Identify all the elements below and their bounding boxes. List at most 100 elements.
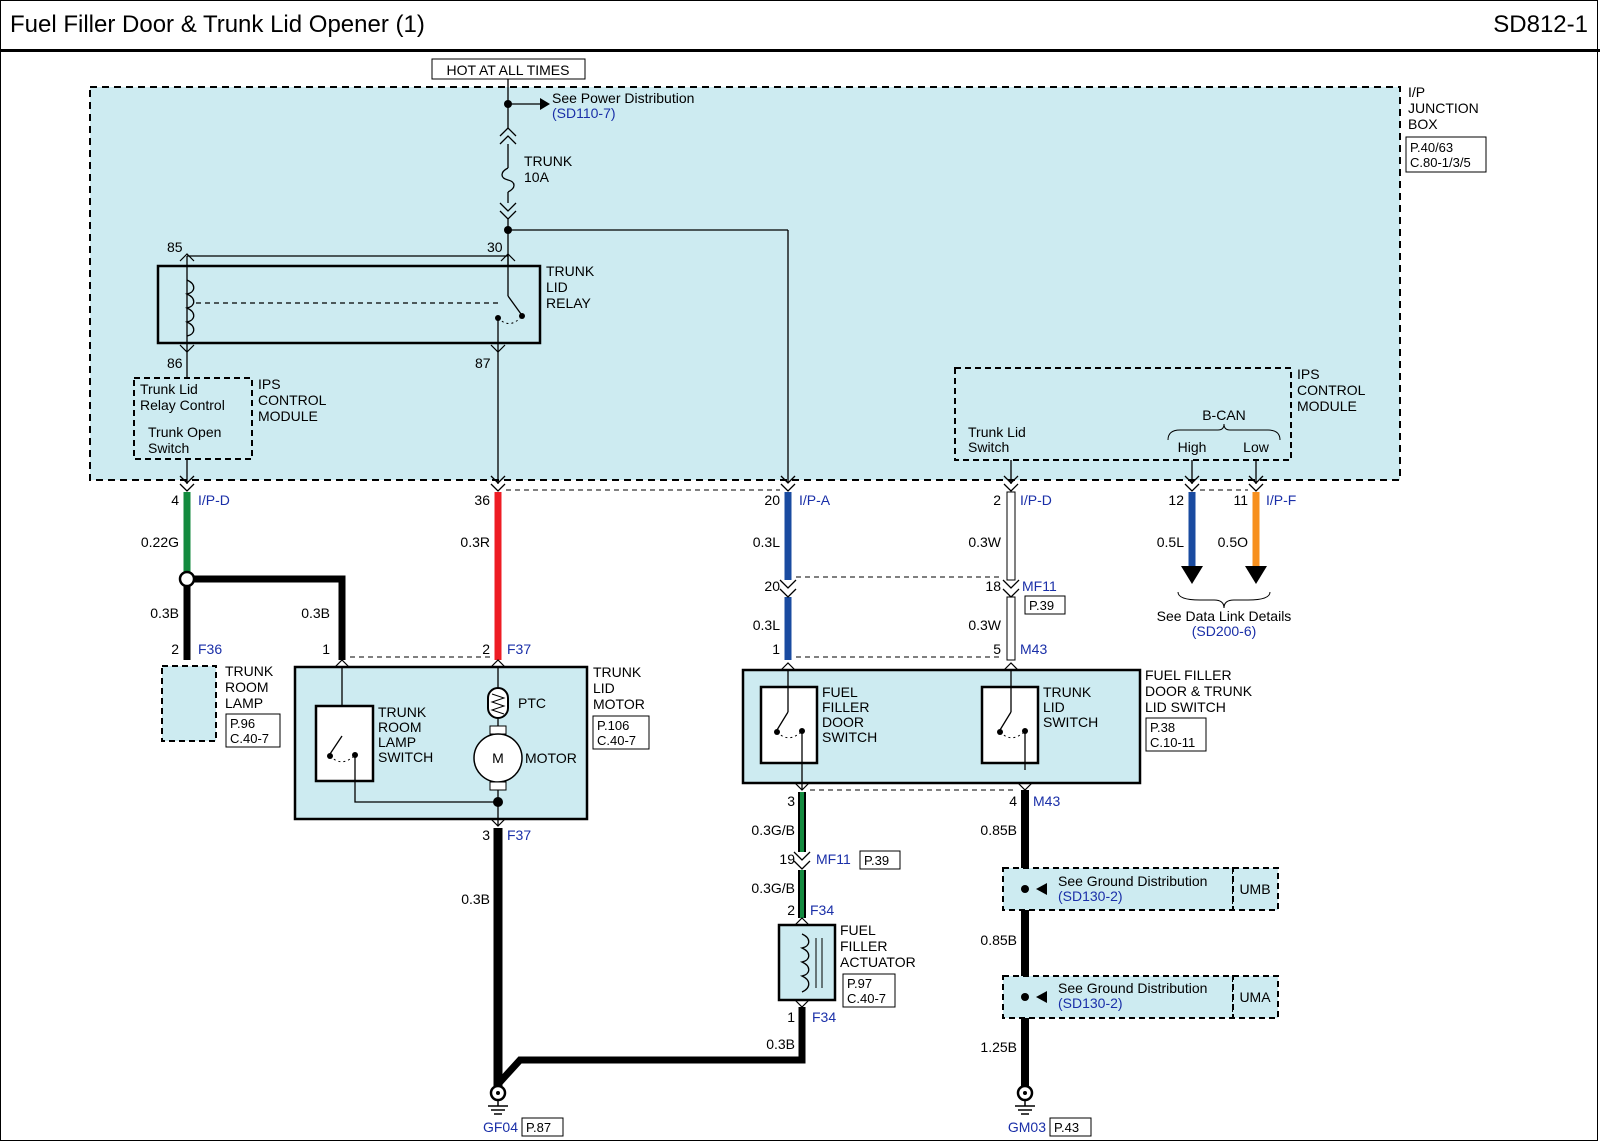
harness-connector-icons (179, 475, 1264, 492)
lamp-ref-1: P.96 (230, 716, 255, 731)
f34-1-pin: 1 (787, 1009, 795, 1025)
c2-id: I/P-D (1020, 492, 1052, 508)
f37-1-wire: 0.3B (301, 605, 330, 621)
fuel-filler-door-switch (759, 685, 819, 765)
m43-1-pin: 1 (772, 641, 780, 657)
wire-black-actuator-ground (497, 1007, 806, 1085)
gm03-id: GM03 (1008, 1119, 1046, 1135)
splice-ground (178, 570, 196, 588)
motor-ref-2: C.40-7 (597, 733, 636, 748)
bcan-high: High (1178, 439, 1207, 455)
assembly-name-1: FUEL FILLER (1145, 667, 1232, 683)
can-low-arrow-icon (1245, 566, 1267, 584)
c2-wire: 0.3W (968, 534, 1001, 550)
jb-name-1: I/P (1408, 84, 1425, 100)
ground-dist-umb-arrow-icon (1036, 883, 1047, 895)
f34-2-pin: 2 (787, 902, 795, 918)
fuel-switch-3: DOOR (822, 714, 864, 730)
data-link-ref: (SD200-6) (1192, 623, 1257, 639)
jb-ref-box (1405, 136, 1487, 173)
lamp-name-2: ROOM (225, 679, 269, 695)
ptc-label: PTC (518, 695, 546, 711)
f36-id: F36 (198, 641, 222, 657)
motor-splice (493, 797, 503, 807)
wire-white-upper (1006, 491, 1016, 581)
f37-2-id: F37 (507, 641, 531, 657)
c11-pin: 11 (1233, 492, 1248, 508)
motor-name-1: TRUNK (593, 664, 642, 680)
c12-pin: 12 (1168, 492, 1184, 508)
see-power-ref: (SD110-7) (552, 105, 616, 121)
ips-right-switch-1: Trunk Lid (968, 424, 1026, 440)
gd-umb-tag: UMB (1239, 881, 1270, 897)
motor-name-3: MOTOR (593, 696, 645, 712)
mf11-20-wire: 0.3L (753, 617, 780, 633)
actuator-name-1: FUEL (840, 922, 876, 938)
fuel-switch-contact-icon (776, 711, 789, 731)
ips-left-module (133, 377, 253, 460)
mf11-19-ref: P.39 (864, 853, 889, 868)
actuator-ref-1: P.97 (847, 976, 872, 991)
relay-name-2: LID (546, 279, 568, 295)
gd-uma-ref: (SD130-2) (1058, 995, 1123, 1011)
ips-left-inner-4: Switch (148, 440, 189, 456)
trunk-room-lamp-switch (314, 704, 375, 783)
lamp-name-1: TRUNK (225, 663, 274, 679)
m43-4-wire: 0.85B (980, 822, 1017, 838)
ptc-icon (487, 687, 509, 719)
fuse-rating: 10A (524, 169, 550, 185)
assembly-ref-box (1145, 717, 1207, 752)
relay-contact-icon (507, 295, 522, 315)
mf11-19-ref-box (859, 850, 901, 870)
m43-4-id: M43 (1033, 793, 1060, 809)
ips-left-inner-3: Trunk Open (148, 424, 221, 440)
trunk-lid-relay (156, 264, 542, 345)
ground-dist-uma-arrow-icon (1036, 991, 1047, 1003)
actuator-coil-icon (799, 933, 810, 993)
f37-1-pin: 1 (322, 641, 330, 657)
gd-uma-label: See Ground Distribution (1058, 980, 1207, 996)
assembly-name-2: DOOR & TRUNK (1145, 683, 1253, 699)
fuse-name: TRUNK (524, 153, 573, 169)
relay-name-3: RELAY (546, 295, 592, 311)
fuse-connector-icon (499, 127, 517, 145)
fuel-filler-actuator (777, 923, 837, 1002)
wire-black-switch (193, 575, 346, 660)
trunk-switch-1: TRUNK (1043, 684, 1092, 700)
mf11-18-wire: 0.3W (968, 617, 1001, 633)
motor-ref-box (592, 715, 650, 750)
ips-right-switch-2: Switch (968, 439, 1009, 455)
f36-pin: 2 (171, 641, 179, 657)
m43-3-pin: 3 (787, 793, 795, 809)
gd-umb-label: See Ground Distribution (1058, 873, 1207, 889)
fuse-icon (501, 167, 515, 193)
ips-left-name-3: MODULE (258, 408, 318, 424)
c2-pin: 2 (993, 492, 1001, 508)
trunk-switch-3: SWITCH (1043, 714, 1098, 730)
lamp-ref-2: C.40-7 (230, 731, 269, 746)
motor-switch-2: ROOM (378, 719, 422, 735)
ips-left-name-1: IPS (258, 376, 281, 392)
mf11-19-pin: 19 (779, 851, 795, 867)
title-bar: Fuel Filler Door & Trunk Lid Opener (1) … (0, 0, 1600, 52)
relay-pin-86: 86 (167, 355, 183, 371)
c11-id: I/P-F (1266, 492, 1296, 508)
jb-ref-2: C.80-1/3/5 (1410, 155, 1471, 170)
mf11-19-wire: 0.3G/B (751, 880, 795, 896)
motor-switch-3: LAMP (378, 734, 416, 750)
data-link-brace (1177, 591, 1271, 609)
c4-pin: 4 (171, 492, 179, 508)
f36-wire: 0.3B (150, 605, 179, 621)
page-title: Fuel Filler Door & Trunk Lid Opener (1) (10, 11, 425, 38)
motor-symbol: M (492, 750, 504, 766)
fuel-switch-4: SWITCH (822, 729, 877, 745)
trunk-switch-contact-icon (999, 711, 1012, 731)
see-power-text: See Power Distribution (552, 90, 694, 106)
bcan-brace (1167, 423, 1281, 441)
hot-label: HOT AT ALL TIMES (447, 62, 570, 78)
ips-left-inner-2: Relay Control (140, 397, 225, 413)
actuator-ref-box (842, 973, 896, 1008)
ips-right-name-3: MODULE (1297, 398, 1357, 414)
